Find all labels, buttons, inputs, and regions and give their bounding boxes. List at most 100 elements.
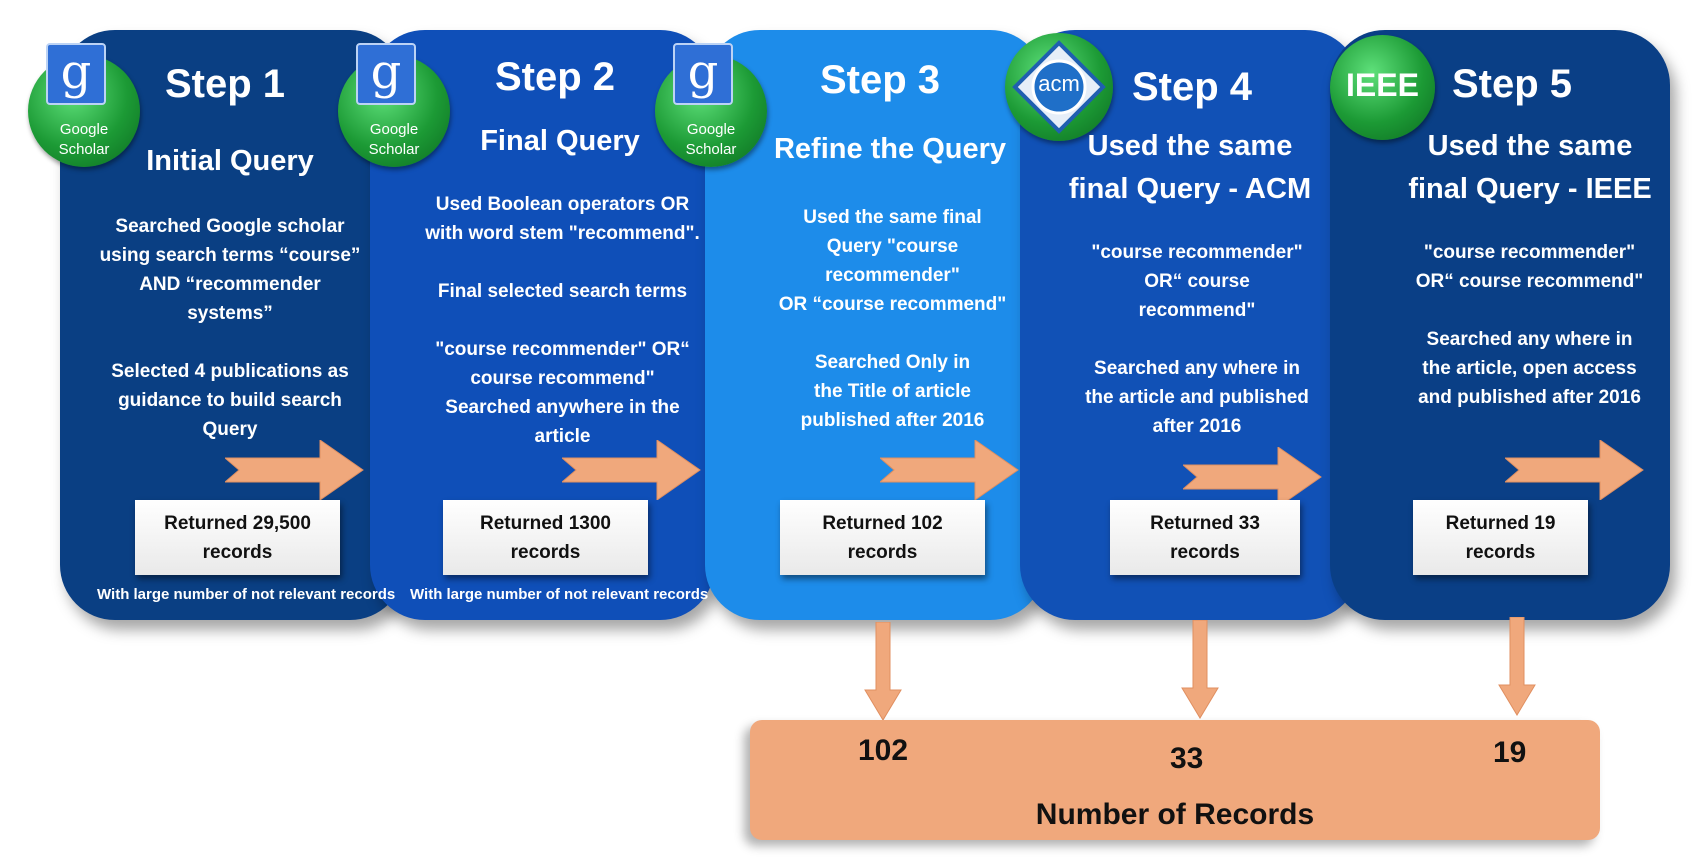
number-of-records-label: Number of Records — [1035, 798, 1315, 831]
subtitle-line: final Query - ACM — [1068, 173, 1312, 205]
returned-line: records — [1170, 541, 1240, 563]
description-line: Searched Only in — [814, 352, 971, 373]
description-line: Searched anywhere in the — [445, 397, 680, 418]
description-line: "course recommender" — [1091, 242, 1303, 263]
google-scholar-icon: g Google Scholar — [655, 43, 767, 167]
description-line: guidance to build search — [118, 390, 342, 411]
step-4-returned-box: Returned 33 records — [1110, 500, 1300, 575]
subtitle-line: Refine the Query — [773, 133, 1007, 165]
description-line: Searched any where in — [1094, 358, 1300, 379]
description-line: using search terms “course” — [99, 245, 361, 266]
description-line — [1397, 296, 1662, 325]
step-3-record-count: 102 — [858, 734, 909, 767]
description-line — [90, 328, 370, 357]
description-line: Final selected search terms — [437, 281, 688, 302]
logo-text-line: Scholar — [58, 141, 110, 158]
step-2-returned-box: Returned 1300 records — [443, 500, 648, 575]
description-line: after 2016 — [1152, 416, 1242, 437]
returned-line: Returned 1300 — [480, 512, 611, 534]
description-line: with word stem "recommend". — [425, 223, 700, 244]
logo-text-line: Scholar — [368, 141, 420, 158]
description-line: Query — [202, 419, 258, 440]
step-1-description: Searched Google scholar using search ter… — [90, 212, 370, 444]
down-arrow-icon — [1181, 620, 1219, 719]
google-scholar-icon: g Google Scholar — [338, 43, 450, 167]
step-4-record-count: 33 — [1170, 742, 1204, 775]
description-line: "course recommender" OR“ — [435, 339, 690, 360]
step-1-title: Step 1 — [165, 62, 286, 106]
down-arrow-icon — [864, 622, 902, 721]
down-arrow-icon — [1498, 617, 1536, 716]
ieee-logo-icon: IEEE — [1330, 35, 1435, 140]
right-arrow-icon — [1183, 447, 1322, 507]
step-2-title: Step 2 — [495, 55, 616, 99]
google-g-icon: g — [673, 43, 733, 105]
subtitle-line: Final Query — [480, 125, 640, 157]
step-5-description: "course recommender" OR“ course recommen… — [1397, 238, 1662, 412]
description-line: Searched any where in — [1426, 329, 1633, 350]
acm-logo-icon: acm — [1005, 33, 1113, 141]
acm-diamond-icon — [1012, 40, 1106, 134]
description-line — [415, 248, 710, 277]
step-5-title: Step 5 — [1452, 62, 1573, 106]
description-line: Query "course — [826, 236, 959, 257]
ieee-text: IEEE — [1346, 67, 1419, 103]
subtitle-line: Initial Query — [146, 145, 314, 177]
logo-text-line: Scholar — [685, 141, 737, 158]
step-1-note: With large number of not relevant record… — [97, 586, 396, 603]
returned-line: Returned 29,500 — [164, 512, 311, 534]
description-line: "course recommender" — [1423, 242, 1636, 263]
right-arrow-icon — [562, 440, 701, 500]
step-5-returned-box: Returned 19 records — [1413, 500, 1588, 575]
description-line: Selected 4 publications as — [111, 361, 349, 382]
right-arrow-icon — [880, 440, 1019, 500]
description-line: OR“ course recommend" — [1415, 271, 1644, 292]
description-line: OR“ course — [1144, 271, 1250, 292]
logo-text-line: Google — [59, 121, 109, 138]
step-2-description: Used Boolean operators OR with word stem… — [415, 190, 710, 451]
step-3-returned-box: Returned 102 records — [780, 500, 985, 575]
step-3-title: Step 3 — [820, 58, 941, 102]
step-4-subtitle: Used the same final Query - ACM — [1060, 125, 1320, 211]
step-4-description: "course recommender" OR“ course recommen… — [1072, 238, 1322, 441]
description-line: recommender" — [825, 265, 960, 286]
returned-line: Returned 33 — [1150, 512, 1260, 534]
step-1-returned-box: Returned 29,500 records — [135, 500, 340, 575]
description-line: article — [534, 426, 591, 447]
step-3-description: Used the same final Query "course recomm… — [755, 203, 1030, 435]
google-scholar-icon: g Google Scholar — [28, 43, 140, 167]
step-2-note: With large number of not relevant record… — [410, 586, 709, 603]
returned-line: Returned 102 — [822, 512, 943, 534]
returned-line: Returned 19 — [1445, 512, 1556, 534]
description-line: published after 2016 — [800, 410, 985, 431]
description-line: Searched Google scholar — [115, 216, 345, 237]
description-line: recommend" — [1138, 300, 1256, 321]
acm-text: acm — [1038, 71, 1080, 96]
description-line — [415, 306, 710, 335]
returned-line: records — [202, 541, 273, 563]
description-line: course recommend" — [470, 368, 655, 389]
description-line: Used the same final — [803, 207, 982, 228]
returned-line: records — [847, 541, 918, 563]
step-4-title: Step 4 — [1132, 65, 1253, 109]
logo-text-line: Google — [686, 121, 736, 138]
description-line: AND “recommender — [139, 274, 321, 295]
description-line — [755, 319, 1030, 348]
number-of-records-bar: 102 33 19 Number of Records — [750, 720, 1600, 840]
google-g-icon: g — [356, 43, 416, 105]
returned-line: records — [1465, 541, 1536, 563]
description-line — [1072, 325, 1322, 354]
step-3-subtitle: Refine the Query — [760, 128, 1020, 171]
right-arrow-icon — [225, 440, 364, 500]
subtitle-line: final Query - IEEE — [1408, 173, 1652, 205]
step-2-subtitle: Final Query — [430, 120, 690, 163]
step-5-subtitle: Used the same final Query - IEEE — [1395, 125, 1665, 211]
step-1-subtitle: Initial Query — [95, 140, 365, 183]
google-g-icon: g — [46, 43, 106, 105]
logo-text-line: Google — [369, 121, 419, 138]
description-line: systems” — [187, 303, 273, 324]
description-line: OR “course recommend" — [778, 294, 1007, 315]
returned-line: records — [510, 541, 581, 563]
description-line: the Title of article — [814, 381, 971, 402]
description-line: the article, open access — [1422, 358, 1637, 379]
